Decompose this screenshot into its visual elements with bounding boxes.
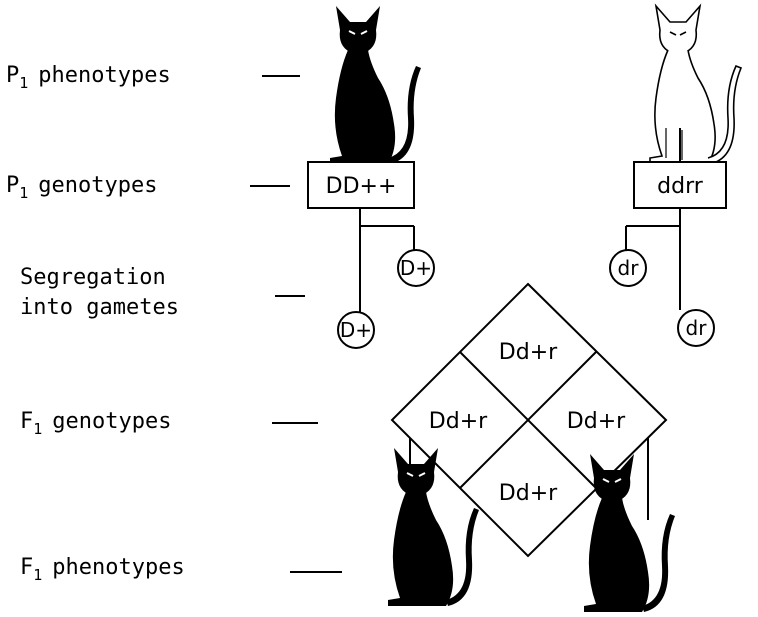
black-cat-icon [330,6,421,164]
left-genotype-text: DD++ [326,174,397,199]
left-gamete-upper [397,249,435,287]
white-cat-icon [649,5,742,165]
right-gamete-lower-text: dr [686,316,708,340]
label-segregation-line1: Segregation [20,265,166,290]
right-genotype-text: ddrr [657,174,704,199]
punnett-cell-top: Dd+r [499,340,558,365]
left-gamete-upper-text: D+ [400,256,432,280]
right-gamete-upper [609,249,647,287]
punnett-divider-2 [459,351,597,489]
left-gamete-lower-text: D+ [340,318,372,342]
f1-black-cat-right-icon [584,454,675,612]
label-segregation-line2: into gametes [20,295,179,320]
punnett-cell-left: Dd+r [429,409,488,434]
left-gamete-lower [337,311,375,349]
punnett-cell-bottom: Dd+r [499,481,558,506]
f1-black-cat-left-icon [388,448,479,606]
right-gamete-lower [677,309,715,347]
punnett-cell-right: Dd+r [567,409,626,434]
right-gamete-upper-text: dr [618,256,640,280]
